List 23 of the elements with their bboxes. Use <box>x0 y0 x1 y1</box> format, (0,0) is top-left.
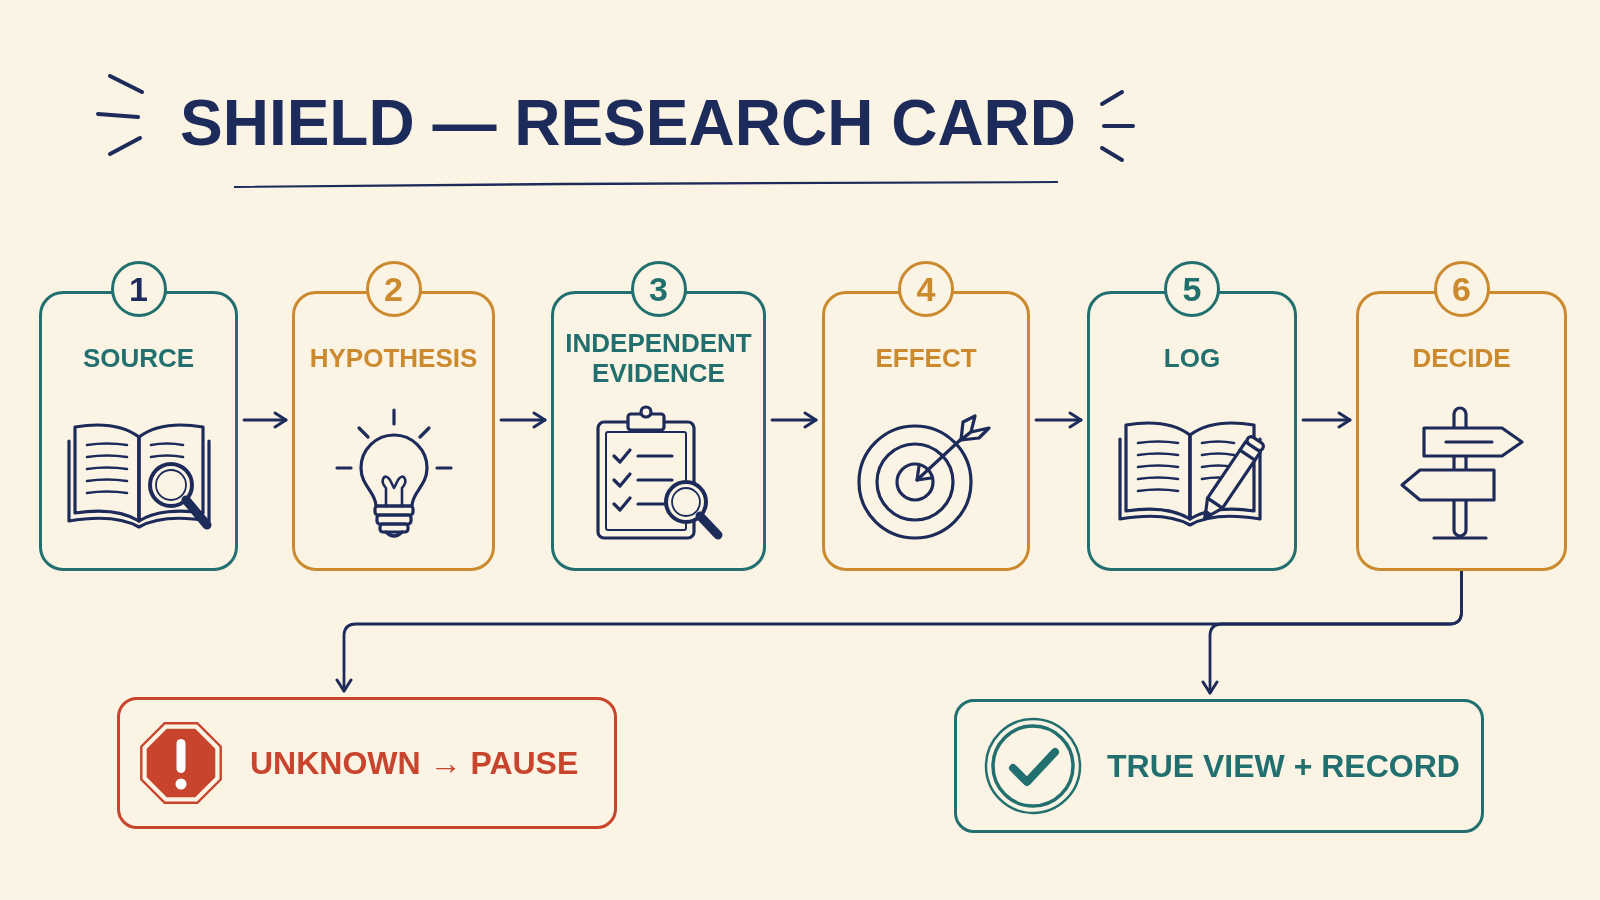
outcome-box <box>117 697 617 829</box>
outcome-label: TRUE VIEW + RECORD <box>1107 747 1460 785</box>
step-number: 2 <box>365 261 422 317</box>
outcome-label: UNKNOWN → PAUSE <box>250 744 579 782</box>
arrow <box>242 411 288 429</box>
arrow <box>1034 411 1083 429</box>
step-title: SOURCE <box>82 343 195 373</box>
step-title: HYPOTHESIS <box>309 343 478 373</box>
outcome-box <box>954 699 1484 833</box>
underlined-title: SHIELD — RESEARCH CARD <box>179 86 1077 200</box>
step-number: 5 <box>1164 261 1220 317</box>
step-title: DECIDE <box>1412 343 1511 373</box>
arrow <box>1301 411 1352 429</box>
step-number: 1 <box>110 261 167 317</box>
arrow <box>499 411 547 429</box>
arrow <box>1201 569 1463 695</box>
step-number: 4 <box>898 261 954 317</box>
step-title: INDEPENDENT EVIDENCE <box>564 328 753 388</box>
step-title: EFFECT <box>875 343 977 373</box>
step-number: 3 <box>630 261 687 317</box>
step-title: LOG <box>1163 343 1221 373</box>
arrow <box>770 411 818 429</box>
step-number: 6 <box>1433 261 1490 317</box>
